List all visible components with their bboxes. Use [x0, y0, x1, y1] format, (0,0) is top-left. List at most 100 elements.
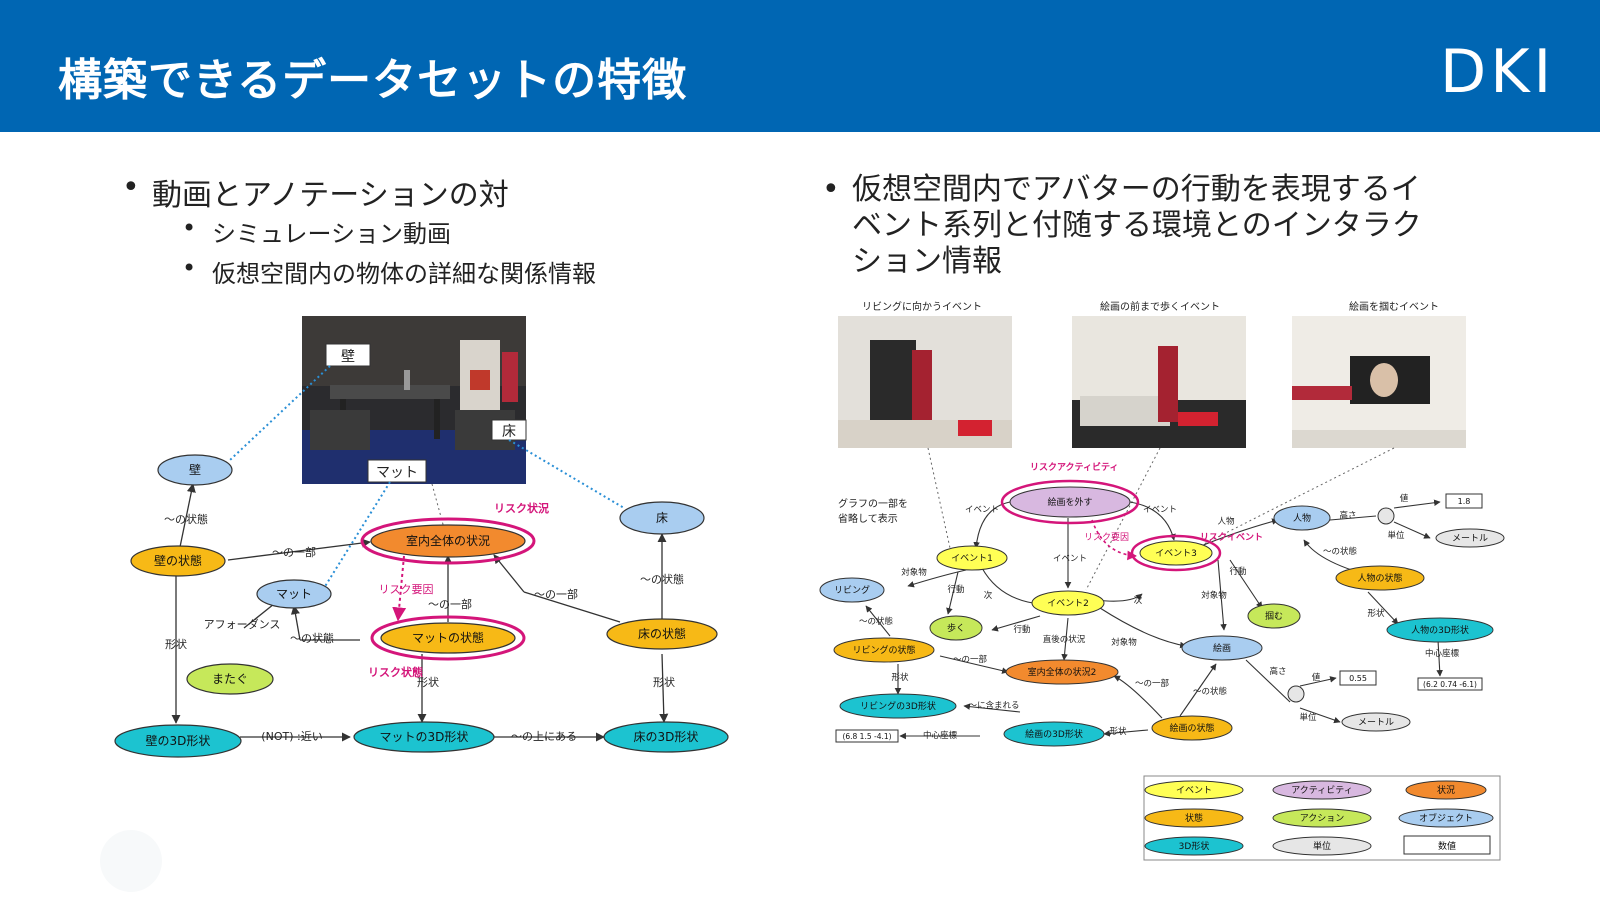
edge-label: 形状 [891, 672, 909, 683]
edge-label: 直後の状況 [1043, 634, 1086, 645]
edge-label: 行動 [1013, 624, 1030, 635]
legend-3dshape [1144, 836, 1244, 856]
node-label: 歩く [947, 622, 965, 634]
left-bullet-dot: • [122, 170, 140, 205]
edge-label: 形状 [1109, 726, 1127, 737]
risk-factor-edge-right [1091, 519, 1137, 561]
frame-link-2 [1085, 447, 1161, 591]
edge-label: 形状 [165, 637, 187, 651]
node-living3d [839, 693, 957, 719]
svg-text:床: 床 [502, 424, 516, 440]
legend-label: 状態 [1185, 812, 1203, 824]
edge-label: 次 [984, 590, 993, 601]
edge-label: 〜の一部 [953, 654, 988, 665]
edge-label: 中心座標 [1425, 648, 1460, 659]
node-label: 掴む [1265, 610, 1283, 622]
edge-label: 人物 [1217, 516, 1235, 527]
edge-label: 対象物 [1201, 590, 1227, 601]
edge-label: 高さ [1269, 666, 1286, 677]
node-walk [929, 615, 983, 641]
edge-label: 〜の状態 [859, 616, 893, 627]
legend-action [1272, 808, 1372, 828]
node-mat3d [353, 721, 495, 753]
node-label: 床の状態 [638, 626, 686, 641]
node-grab [1247, 603, 1301, 629]
legend-value [1403, 835, 1491, 855]
caption-2: 絵画の前まで歩くイベント [1100, 300, 1220, 313]
left-bullet: 動画とアノテーションの対 [152, 178, 509, 213]
node-label: 床の3D形状 [634, 730, 699, 744]
legend-label: 単位 [1313, 840, 1331, 852]
edge-label: 次 [1134, 595, 1143, 606]
svg-text:DKI: DKI [1440, 37, 1555, 100]
node-floor3d [603, 721, 729, 753]
node-label: マットの3D形状 [380, 730, 469, 744]
node-label: イベント2 [1047, 599, 1089, 609]
edge-label: 行動 [947, 584, 964, 595]
right-bullet-line-1: 仮想空間内でアバターの行動を表現するイ [852, 172, 1421, 207]
node-mat-state [380, 622, 516, 654]
node-label: 室内全体の状況 [406, 533, 490, 548]
node-painting [1181, 635, 1263, 661]
node-center-2 [835, 729, 899, 743]
node-label: 人物の3D形状 [1411, 624, 1469, 636]
edge-label: 行動 [1229, 566, 1246, 577]
edge-label: 〜の一部 [428, 597, 472, 611]
node-floor-state [606, 618, 718, 650]
edge-label: 〜の状態 [640, 572, 684, 586]
node-living [819, 577, 885, 603]
node-painting-state [1151, 715, 1233, 741]
video-frame-1 [838, 316, 1012, 448]
node-event2 [1031, 590, 1105, 616]
risk-factor-label-right: リスク要因 [1084, 532, 1129, 543]
node-label: またぐ [212, 672, 248, 686]
node-event1 [936, 545, 1008, 571]
edge-label: 単位 [1299, 712, 1317, 723]
sub-bullet-2: 仮想空間内の物体の詳細な関係情報 [212, 260, 596, 288]
sub-bullet-1: シミュレーション動画 [212, 220, 452, 248]
legend-label: 3D形状 [1179, 840, 1210, 852]
edge-label: 対象物 [901, 567, 927, 578]
right-bullet-dot: • [822, 172, 840, 207]
edge-label: イベント [965, 505, 999, 515]
node-room2 [1005, 659, 1119, 685]
edge-label: 〜の状態 [1193, 686, 1227, 697]
risk-factor-label: リスク要因 [379, 583, 434, 596]
node-person3d [1386, 617, 1494, 643]
node-label: 室内全体の状況2 [1028, 666, 1097, 678]
omit-note-line-1: グラフの一部を [838, 497, 908, 510]
node-height-b [1287, 685, 1305, 703]
node-val-18 [1445, 493, 1483, 509]
frame-link-3 [1195, 447, 1395, 549]
edge-label: 〜の一部 [272, 545, 316, 559]
edge-label: 形状 [417, 675, 439, 689]
edge-label: 中心座標 [923, 730, 958, 741]
node-label: イベント1 [951, 554, 993, 564]
node-event3 [1139, 540, 1213, 566]
node-label: 壁の3D形状 [146, 733, 211, 748]
right-bullet: 仮想空間内でアバターの行動を表現するイ ベント系列と付随する環境とのインタラク … [852, 172, 1422, 280]
legend-activity [1272, 780, 1372, 800]
risk-activity-label: リスクアクティビティ [1030, 461, 1118, 473]
slide-title: 構築できるデータセットの特徴 [58, 55, 688, 106]
node-label: 床 [656, 511, 668, 525]
risk-ring-room [360, 517, 536, 565]
edge-label: (NOT) :近い [261, 730, 322, 743]
edge-label: 〜の一部 [1135, 678, 1170, 689]
edge-label: イベント [1143, 505, 1177, 515]
node-label: メートル [1358, 718, 1394, 728]
photo-label-wall: 壁 [325, 343, 371, 367]
node-label: (6.2 0.74 -6.1) [1423, 680, 1477, 689]
node-label: イベント3 [1155, 549, 1197, 559]
node-label: リビングの3D形状 [860, 700, 936, 712]
node-floor [619, 501, 705, 535]
node-wall [157, 454, 233, 486]
node-center-1 [1417, 677, 1483, 691]
node-label: 絵画の状態 [1169, 722, 1214, 734]
right-bullet-line-2: ベント系列と付随する環境とのインタラク [852, 208, 1422, 243]
dki-logo: DKI [1440, 37, 1555, 100]
edge-label: アフォーダンス [204, 617, 281, 631]
node-label: マット [276, 587, 312, 601]
caption-3: 絵画を掴むイベント [1349, 300, 1439, 313]
edge-label: 値 [1312, 672, 1321, 683]
